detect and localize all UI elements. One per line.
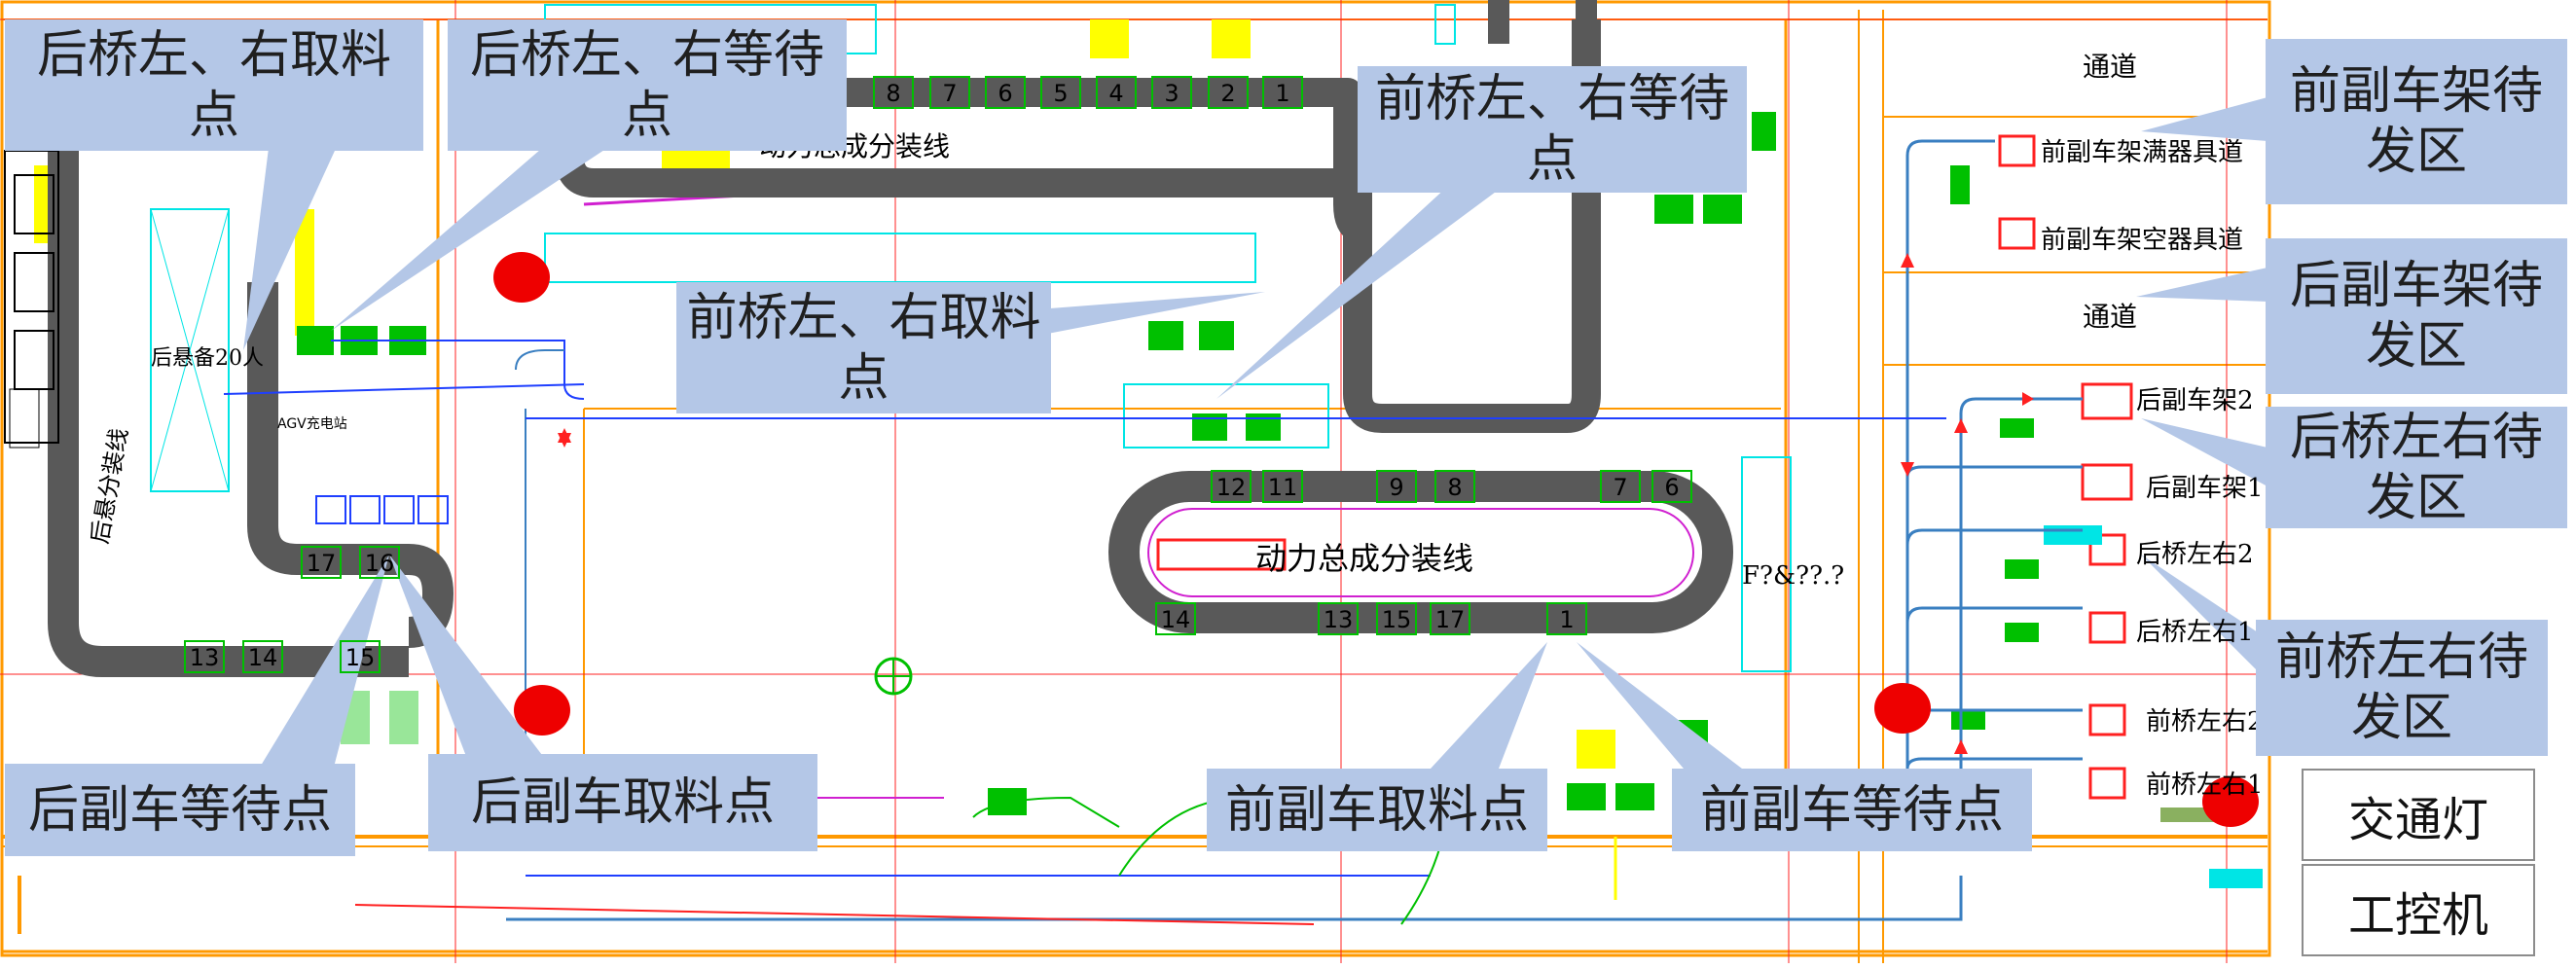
legend-ipc: 工控机 — [2302, 864, 2535, 956]
mid-bottom-station-number: 15 — [1382, 606, 1412, 633]
left-station-box — [242, 640, 283, 673]
callout-front-sub-wait-text: 前副车等待点 — [1699, 780, 2004, 840]
top-station-box — [929, 76, 970, 109]
power-loop-conveyor — [1108, 471, 1733, 633]
left-station-number: 17 — [307, 550, 337, 577]
legend-ipc-text: 工控机 — [2347, 887, 2488, 943]
mid-top-station-number: 6 — [1664, 474, 1679, 501]
mid-top-station-box — [1434, 470, 1475, 503]
callout-front-subframe-dispatch-text: 前副车架待发区 — [2289, 62, 2543, 181]
top-station-box — [1096, 76, 1137, 109]
callout-front-axle-dispatch: 前桥左右待发区 — [2256, 620, 2548, 756]
mid-bottom-station-number: 17 — [1435, 606, 1466, 633]
left-station-box — [340, 640, 381, 673]
left-station-number: 14 — [248, 644, 278, 671]
mid-top-station-number: 7 — [1613, 474, 1627, 501]
callout-rear-axle-wait: 后桥左、右等待点 — [448, 19, 847, 151]
rear-sub-2-label: 后副车架2 — [2136, 386, 2254, 415]
rear-sub-1-label: 后副车架1 — [2146, 474, 2264, 503]
mid-bottom-station-box — [1318, 602, 1359, 635]
top-station-box — [985, 76, 1026, 109]
callout-front-sub-pickup-text: 前副车取料点 — [1224, 780, 1529, 840]
callout-front-axle-wait-text: 前桥左、右等待点 — [1374, 70, 1729, 189]
callout-rear-subframe-dispatch-text: 后副车架待发区 — [2289, 257, 2543, 376]
callout-rear-axle-pickup: 后桥左、右取料点 — [5, 19, 423, 151]
callout-front-axle-dispatch-text: 前桥左右待发区 — [2274, 628, 2528, 747]
callout-rear-axle-dispatch-text: 后桥左右待发区 — [2289, 408, 2543, 527]
left-station-number: 16 — [365, 550, 395, 577]
top-station-number: 1 — [1275, 80, 1289, 107]
top-station-box — [873, 76, 914, 109]
callout-rear-sub-pickup: 后副车取料点 — [428, 754, 817, 851]
front-full-tooling-label: 前副车架满器具道 — [2041, 138, 2243, 167]
callout-rear-axle-dispatch: 后桥左右待发区 — [2266, 407, 2567, 528]
top-station-box — [1208, 76, 1249, 109]
top-station-box — [1151, 76, 1192, 109]
mid-top-station-number: 12 — [1216, 474, 1247, 501]
rear-axle-lr1-label: 后桥左右1 — [2136, 618, 2254, 647]
mid-bottom-station-number: 13 — [1324, 606, 1354, 633]
mid-top-station-box — [1600, 470, 1641, 503]
power-line-label: 动力总成分装线 — [1255, 540, 1473, 577]
mid-top-station-box — [1211, 470, 1252, 503]
traffic-light-2 — [514, 685, 570, 736]
front-axle-lr1-label: 前桥左右1 — [2146, 771, 2264, 800]
left-station-box — [359, 546, 400, 579]
mid-top-station-number: 8 — [1447, 474, 1462, 501]
top-station-number: 3 — [1164, 80, 1179, 107]
rear-sus-20-label: 后悬备20人 — [151, 346, 264, 371]
top-station-number: 6 — [998, 80, 1012, 107]
mid-bottom-station-box — [1430, 602, 1470, 635]
callout-rear-subframe-dispatch: 后副车架待发区 — [2266, 238, 2567, 394]
legend-traffic-light-text: 交通灯 — [2347, 792, 2488, 847]
mid-bottom-station-number: 14 — [1161, 606, 1191, 633]
traffic-light-4 — [2202, 776, 2259, 827]
mid-top-station-number: 9 — [1389, 474, 1403, 501]
callout-rear-sub-wait-text: 后副车等待点 — [27, 780, 332, 840]
left-station-box — [301, 546, 342, 579]
callout-front-axle-pickup-text: 前桥左、右取料点 — [686, 288, 1041, 408]
top-station-number: 8 — [886, 80, 900, 107]
legend-traffic-light: 交通灯 — [2302, 769, 2535, 861]
callout-rear-sub-wait: 后副车等待点 — [5, 764, 355, 856]
mid-top-station-box — [1262, 470, 1303, 503]
agv-charge-label: AGV充电站 — [277, 416, 347, 432]
callout-rear-sub-pickup-text: 后副车取料点 — [470, 773, 775, 832]
callout-front-subframe-dispatch: 前副车架待发区 — [2266, 39, 2567, 204]
callout-rear-axle-wait-text: 后桥左、右等待点 — [469, 25, 824, 145]
channel-mid-label: 通道 — [2083, 301, 2137, 333]
rear-sub-conveyor — [48, 146, 409, 677]
top-station-number: 5 — [1053, 80, 1068, 107]
top-station-number: 4 — [1108, 80, 1123, 107]
callout-front-sub-pickup: 前副车取料点 — [1207, 769, 1547, 851]
traffic-light-1 — [493, 252, 550, 303]
rear-axle-lr2-label: 后桥左右2 — [2136, 540, 2254, 569]
mid-bottom-station-box — [1546, 602, 1587, 635]
mid-top-station-box — [1376, 470, 1417, 503]
top-station-box — [1262, 76, 1303, 109]
traffic-light-3 — [1874, 683, 1931, 734]
channel-top-label: 通道 — [2083, 51, 2137, 83]
top-station-box — [1040, 76, 1081, 109]
left-station-number: 15 — [345, 644, 376, 671]
mid-top-station-box — [1651, 470, 1692, 503]
left-station-box — [184, 640, 225, 673]
left-station-number: 13 — [190, 644, 220, 671]
callout-front-sub-wait: 前副车等待点 — [1672, 769, 2032, 851]
mid-top-station-number: 11 — [1268, 474, 1298, 501]
other-label: F?&??.? — [1742, 561, 1844, 591]
top-station-number: 7 — [942, 80, 957, 107]
front-empty-tooling-label: 前副车架空器具道 — [2041, 226, 2243, 255]
callout-front-axle-pickup: 前桥左、右取料点 — [676, 282, 1051, 413]
mid-bottom-station-box — [1376, 602, 1417, 635]
callout-front-axle-wait: 前桥左、右等待点 — [1358, 66, 1747, 193]
callout-rear-axle-pickup-text: 后桥左、右取料点 — [36, 25, 391, 145]
top-station-number: 2 — [1220, 80, 1235, 107]
mid-bottom-station-number: 1 — [1559, 606, 1574, 633]
mid-bottom-station-box — [1155, 602, 1196, 635]
front-axle-lr2-label: 前桥左右2 — [2146, 707, 2264, 736]
